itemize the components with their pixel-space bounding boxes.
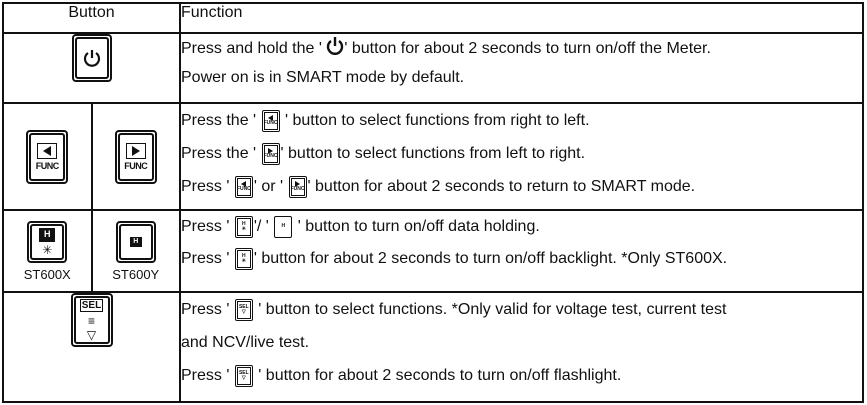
sel-function-text: Press ' SEL▽ ' button to select function… — [179, 291, 864, 403]
hold-button-cell: H ✳ ST600X H ST600Y — [2, 209, 181, 293]
header-row: Button Function — [2, 2, 864, 34]
hold-function-text: Press ' H✳'/ ' H ' button to turn on/off… — [179, 209, 864, 293]
power-icon — [71, 34, 112, 82]
sel-flashlight-icon: SEL▽ — [234, 364, 253, 387]
sel-flashlight-icon: SEL▽ — [234, 298, 253, 321]
text-line: Press ' SEL▽ ' button to select function… — [181, 293, 862, 326]
text-line: Press and hold the ' ' button for about … — [181, 34, 862, 63]
right-arrow-func-icon: FUNC — [288, 175, 307, 198]
header-button: Button — [2, 2, 181, 34]
hold-icon: H — [115, 220, 156, 263]
hold-backlight-icon: H ✳ — [27, 220, 68, 263]
left-arrow-func-icon: FUNC — [234, 175, 253, 198]
right-arrow-func-icon: FUNC — [114, 129, 157, 184]
left-arrow-func-icon: FUNC — [26, 129, 69, 184]
hold-backlight-icon: H✳ — [234, 247, 253, 270]
left-arrow-func-icon: FUNC — [261, 109, 280, 132]
power-function-text: Press and hold the ' ' button for about … — [179, 32, 864, 104]
table-row-power: Press and hold the ' ' button for about … — [2, 32, 864, 104]
power-button-cell — [2, 32, 181, 104]
text-line: Press the ' FUNC' button to select funct… — [181, 137, 862, 170]
text-line: and NCV/live test. — [181, 334, 310, 351]
right-arrow-func-icon: FUNC — [261, 142, 280, 165]
text-line: Press ' H✳'/ ' H ' button to turn on/off… — [181, 211, 862, 243]
hold-icon: H — [274, 215, 293, 238]
text-line: Press ' H✳' button for about 2 seconds t… — [181, 243, 862, 275]
power-icon — [327, 37, 344, 55]
func-function-text: Press the ' FUNC ' button to select func… — [179, 102, 864, 211]
func-button-cell: FUNC FUNC — [2, 102, 181, 211]
text-line: Press ' FUNC' or ' FUNC' button for abou… — [181, 170, 862, 203]
table-row-sel: SEL ≡▽ Press ' SEL▽ ' button to select f… — [2, 291, 864, 403]
table-row-hold: H ✳ ST600X H ST600Y — [2, 209, 864, 293]
hold-backlight-icon: H✳ — [234, 215, 253, 238]
text-line: Press the ' FUNC ' button to select func… — [181, 104, 862, 137]
table-row-func: FUNC FUNC Press the — [2, 102, 864, 211]
model-label-st600x: ST600X — [23, 266, 71, 282]
header-function: Function — [179, 2, 864, 34]
text-line: Press ' SEL▽ ' button for about 2 second… — [181, 359, 862, 392]
model-label-st600y: ST600Y — [112, 266, 160, 282]
sel-button-cell: SEL ≡▽ — [2, 291, 181, 403]
text-line: Power on is in SMART mode by default. — [181, 69, 465, 86]
sel-flashlight-icon: SEL ≡▽ — [70, 293, 113, 347]
